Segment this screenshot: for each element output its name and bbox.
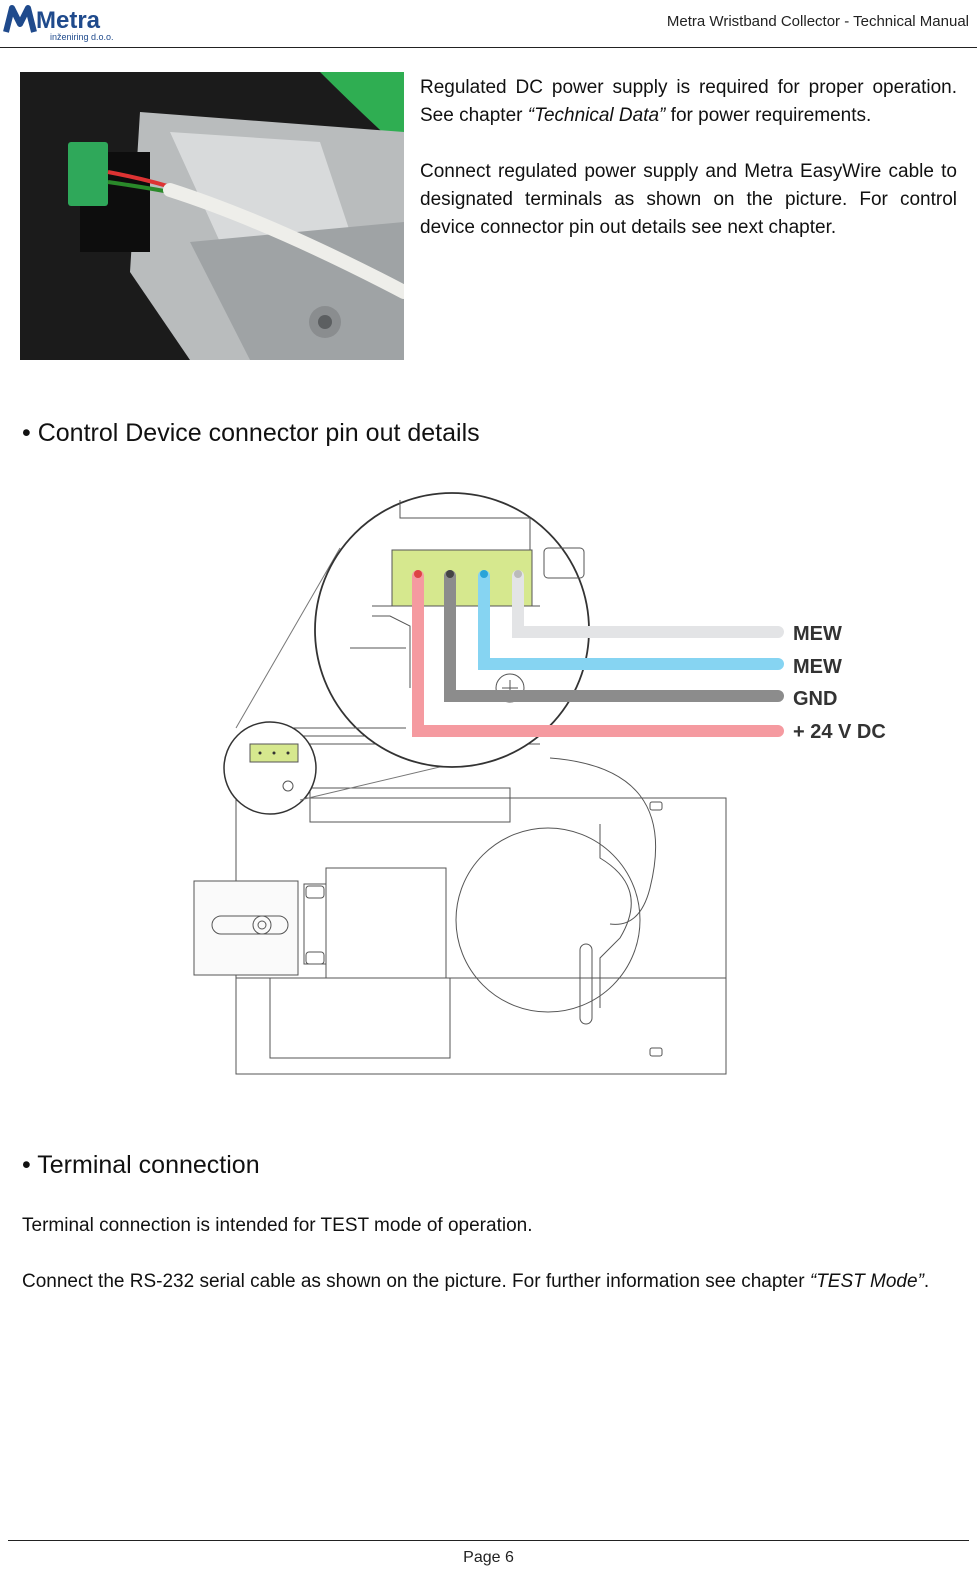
pin-label-mew-2: MEW: [793, 656, 842, 678]
wire-mew-2: [478, 570, 784, 670]
metra-logo: Metra inženiring d.o.o.: [3, 5, 114, 42]
test-mode-reference: “TEST Mode”: [809, 1271, 924, 1292]
section-heading-terminal: • Terminal connection: [22, 1151, 260, 1180]
section-heading-pinout: • Control Device connector pin out detai…: [22, 419, 480, 448]
intro-p1-b: for power requirements.: [665, 105, 872, 126]
intro-paragraph-2: Connect regulated power supply and Metra…: [420, 161, 957, 238]
intro-p1-a: Regulated DC power supply is required fo…: [420, 77, 957, 126]
terminal-paragraph-2: Connect the RS-232 serial cable as shown…: [22, 1268, 967, 1296]
pinout-diagram: MEW MEW GND + 24 V DC: [193, 492, 886, 1075]
wire-gnd: [444, 570, 784, 702]
section-title: Control Device connector pin out details: [37, 419, 480, 447]
terminal-p2-b: .: [923, 1271, 930, 1292]
pin-label-gnd: GND: [793, 688, 837, 710]
power-connection-photo: [20, 72, 404, 360]
wire-24v: [412, 570, 784, 737]
wire-mew-1: [512, 570, 784, 638]
pin-label-24v: + 24 V DC: [793, 721, 886, 743]
terminal-p2-a: Connect the RS-232 serial cable as shown…: [22, 1271, 810, 1292]
page-header: Metra inženiring d.o.o. Metra Wristband …: [0, 0, 977, 48]
page-footer: Page 6: [8, 1540, 969, 1579]
terminal-paragraph-1: Terminal connection is intended for TEST…: [22, 1215, 533, 1236]
logo-text: Metra: [36, 7, 101, 34]
header-title: Metra Wristband Collector - Technical Ma…: [666, 13, 969, 30]
bullet: •: [22, 1151, 31, 1179]
pin-label-mew-1: MEW: [793, 623, 842, 645]
logo-subtext: inženiring d.o.o.: [50, 32, 114, 42]
intro-paragraph-1: Regulated DC power supply is required fo…: [420, 74, 957, 130]
bullet: •: [22, 419, 31, 447]
page-number: Page 6: [463, 1549, 514, 1566]
technical-data-reference: “Technical Data”: [527, 105, 666, 126]
intro-text: Regulated DC power supply is required fo…: [420, 74, 957, 270]
section-title: Terminal connection: [37, 1151, 260, 1179]
